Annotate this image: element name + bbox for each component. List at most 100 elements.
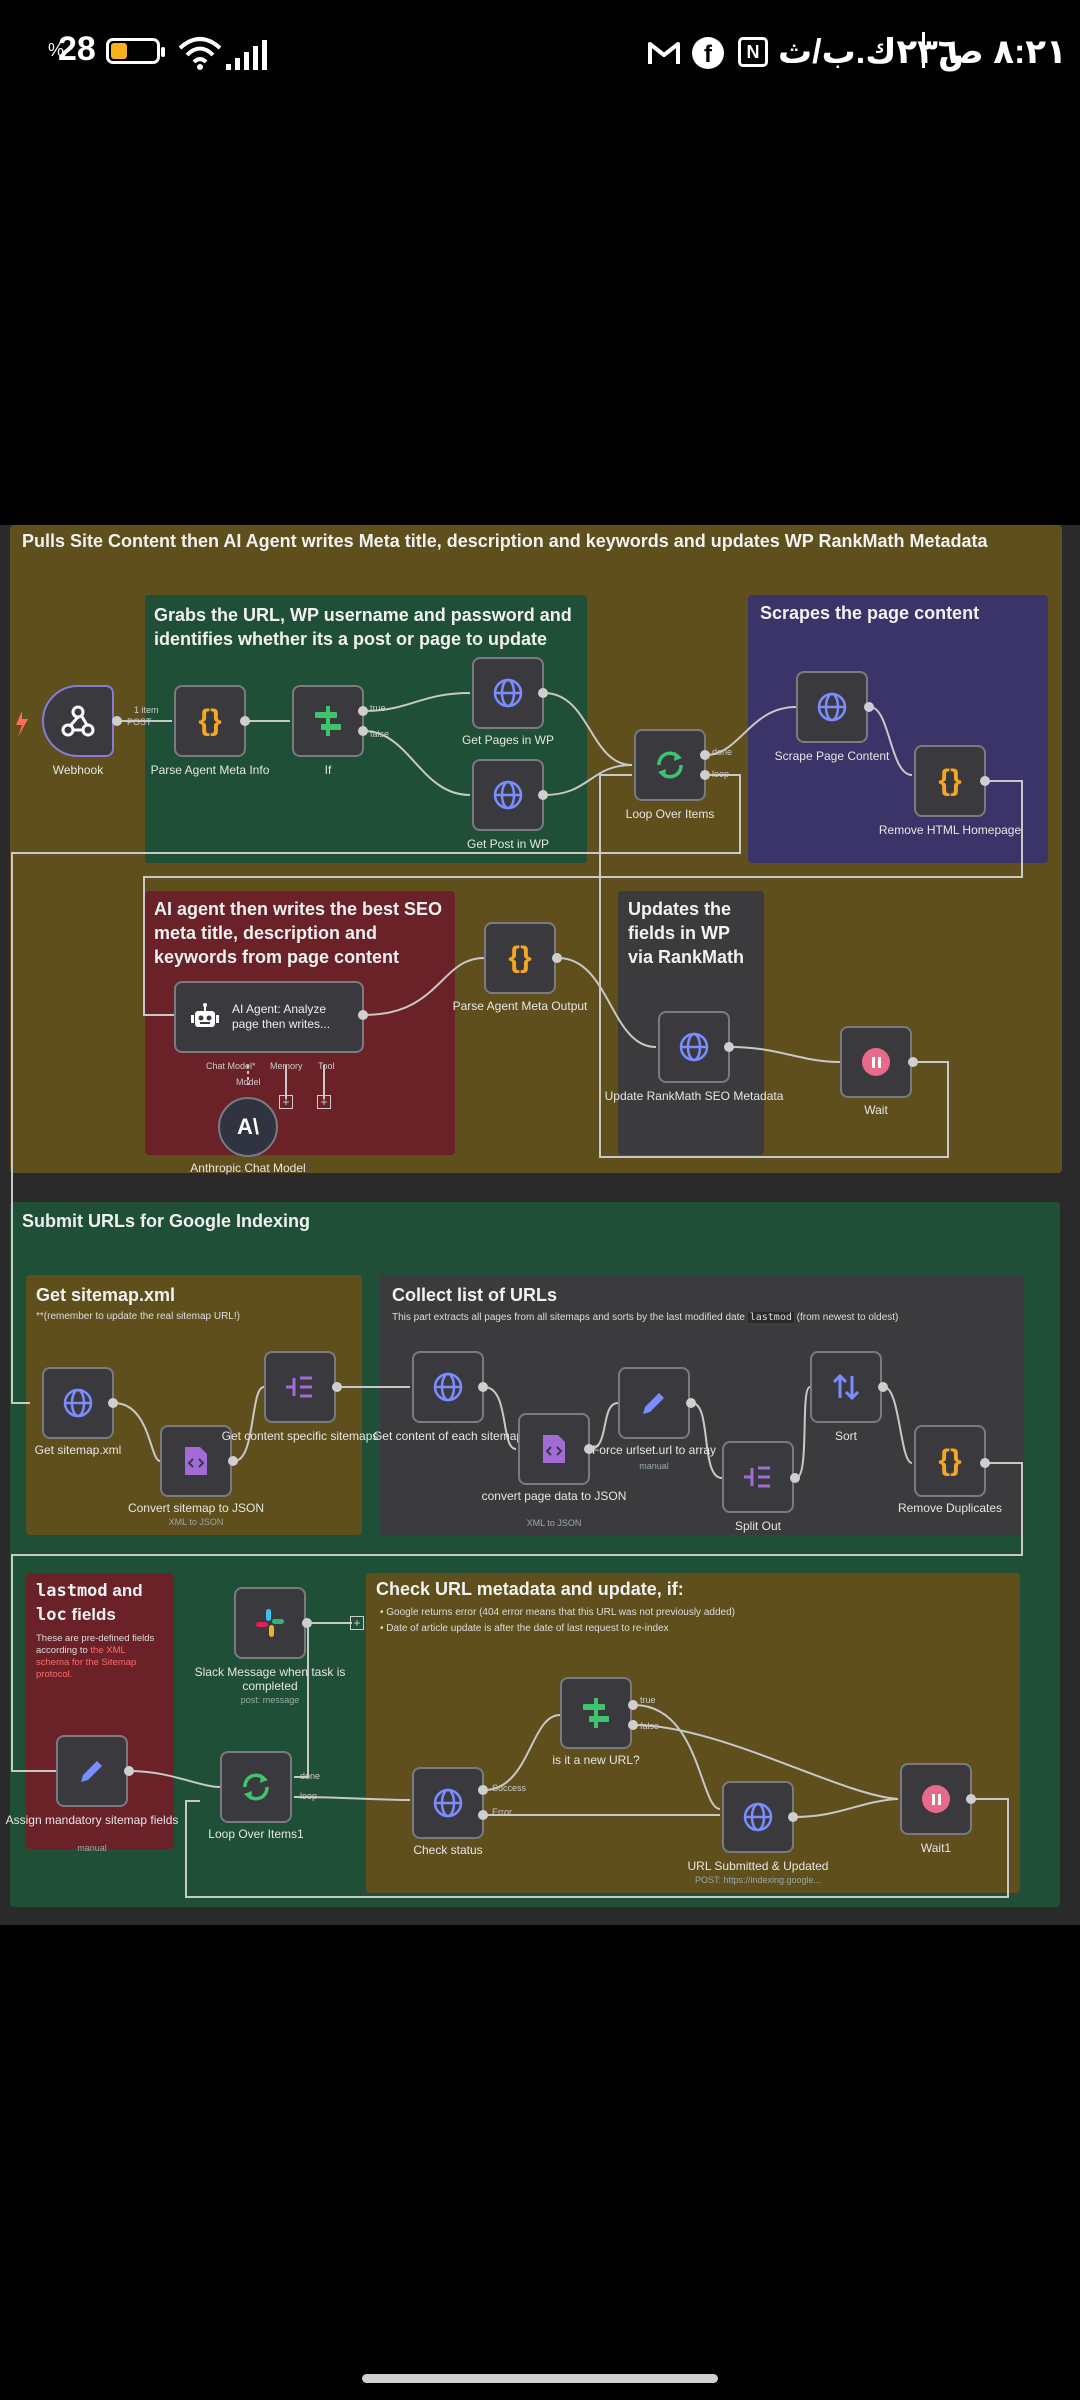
loop-over-items1-node[interactable] bbox=[220, 1751, 292, 1823]
edge-label-loop: loop bbox=[300, 1791, 318, 1801]
output-port[interactable] bbox=[478, 1382, 488, 1392]
output-port[interactable] bbox=[980, 776, 990, 786]
sort-node[interactable] bbox=[810, 1351, 882, 1423]
lastmod-note-text: These are pre-defined fields according t… bbox=[36, 1633, 155, 1656]
output-port[interactable] bbox=[302, 1618, 312, 1628]
add-memory-button[interactable]: + bbox=[279, 1095, 293, 1109]
wifi-icon bbox=[178, 37, 222, 70]
slack-sub: post: message bbox=[240, 1695, 300, 1705]
get-content-each-sitemap-node[interactable] bbox=[412, 1351, 484, 1423]
output-port[interactable] bbox=[358, 706, 368, 716]
split-out-node[interactable] bbox=[722, 1441, 794, 1513]
output-port[interactable] bbox=[790, 1473, 800, 1483]
output-port[interactable] bbox=[628, 1720, 638, 1730]
output-port[interactable] bbox=[864, 702, 874, 712]
force-urlset-node[interactable] bbox=[618, 1367, 690, 1439]
output-port[interactable] bbox=[332, 1382, 342, 1392]
xml-schema-link[interactable]: the XML schema for the Sitemap protocol. bbox=[36, 1645, 137, 1680]
output-port[interactable] bbox=[240, 716, 250, 726]
get-content-specific-sitemaps-node[interactable] bbox=[264, 1351, 336, 1423]
output-port[interactable] bbox=[112, 716, 122, 726]
output-port[interactable] bbox=[788, 1812, 798, 1822]
get-pages-label: Get Pages in WP bbox=[461, 733, 555, 747]
globe-icon bbox=[679, 1032, 709, 1062]
parse-agent-meta-output-label: Parse Agent Meta Output bbox=[452, 999, 588, 1013]
gmail-icon bbox=[648, 42, 680, 64]
output-port[interactable] bbox=[628, 1700, 638, 1710]
robot-icon bbox=[191, 1003, 219, 1027]
output-port[interactable] bbox=[966, 1794, 976, 1804]
loop-over-items-node[interactable] bbox=[634, 729, 706, 801]
if-icon bbox=[315, 706, 341, 736]
parse-agent-meta-info-node[interactable]: {} bbox=[174, 685, 246, 757]
add-tool-button[interactable]: + bbox=[317, 1095, 331, 1109]
get-sitemap-label: Get sitemap.xml bbox=[34, 1443, 122, 1457]
ai-agent-label: AI Agent: Analyze page then writes... bbox=[232, 1002, 331, 1031]
edge-label-done: done bbox=[712, 747, 733, 757]
check-status-node[interactable] bbox=[412, 1767, 484, 1839]
edge-label-post: POST bbox=[127, 717, 152, 727]
edge-label-memory: Memory bbox=[270, 1061, 303, 1071]
home-indicator[interactable] bbox=[362, 2374, 718, 2383]
parse-agent-meta-output-node[interactable]: {} bbox=[484, 922, 556, 994]
convert-sitemap-sub: XML to JSON bbox=[168, 1517, 224, 1527]
check-bullet-2: • Date of article update is after the da… bbox=[380, 1623, 669, 1634]
wait1-node[interactable] bbox=[900, 1763, 972, 1835]
globe-icon bbox=[817, 692, 847, 722]
output-port[interactable] bbox=[552, 953, 562, 963]
assign-fields-node[interactable] bbox=[56, 1735, 128, 1807]
split-icon bbox=[744, 1466, 770, 1488]
url-submitted-node[interactable] bbox=[722, 1781, 794, 1853]
workflow-canvas[interactable]: Pulls Site Content then AI Agent writes … bbox=[0, 525, 1080, 1925]
output-port[interactable] bbox=[878, 1382, 888, 1392]
get-pages-node[interactable] bbox=[472, 657, 544, 729]
output-port[interactable] bbox=[478, 1785, 488, 1795]
remove-html-homepage-node[interactable]: {} bbox=[914, 745, 986, 817]
slack-icon bbox=[256, 1609, 284, 1637]
output-port[interactable] bbox=[700, 770, 710, 780]
edge-label-false: false bbox=[640, 1721, 660, 1731]
add-node-button[interactable]: + bbox=[350, 1616, 364, 1630]
output-port[interactable] bbox=[478, 1810, 488, 1820]
webhook-label: Webhook bbox=[52, 763, 104, 777]
loop-icon bbox=[243, 1773, 269, 1801]
output-port[interactable] bbox=[724, 1042, 734, 1052]
wait-node[interactable] bbox=[840, 1026, 912, 1098]
anthropic-chat-model-node[interactable]: A\ bbox=[218, 1097, 278, 1157]
code-braces-icon: {} bbox=[198, 704, 222, 737]
output-port[interactable] bbox=[228, 1456, 238, 1466]
update-rankmath-node[interactable] bbox=[658, 1011, 730, 1083]
output-port[interactable] bbox=[124, 1766, 134, 1776]
lastmod-and: and bbox=[107, 1581, 143, 1600]
webhook-node[interactable] bbox=[42, 685, 114, 757]
output-port[interactable] bbox=[686, 1398, 696, 1408]
status-divider bbox=[922, 32, 925, 68]
collect-group-title: Collect list of URLs bbox=[392, 1285, 558, 1305]
slack-node[interactable] bbox=[234, 1587, 306, 1659]
app-notification-icon: N bbox=[738, 37, 768, 67]
anthropic-chat-model-label: Anthropic Chat Model bbox=[190, 1161, 306, 1175]
convert-sitemap-node[interactable] bbox=[160, 1425, 232, 1497]
output-port[interactable] bbox=[358, 1010, 368, 1020]
output-port[interactable] bbox=[700, 750, 710, 760]
convert-page-data-node[interactable] bbox=[518, 1413, 590, 1485]
ai-agent-node[interactable]: AI Agent: Analyze page then writes... bbox=[174, 981, 364, 1053]
wait-label: Wait bbox=[864, 1103, 888, 1117]
scrape-page-content-node[interactable] bbox=[796, 671, 868, 743]
remove-html-homepage-label: Remove HTML Homepage bbox=[878, 823, 1022, 837]
output-port[interactable] bbox=[538, 790, 548, 800]
remove-duplicates-node[interactable]: {} bbox=[914, 1425, 986, 1497]
pause-icon bbox=[862, 1048, 890, 1076]
output-port[interactable] bbox=[108, 1398, 118, 1408]
get-post-node[interactable] bbox=[472, 759, 544, 831]
output-port[interactable] bbox=[980, 1458, 990, 1468]
output-port[interactable] bbox=[358, 726, 368, 736]
if-node[interactable] bbox=[292, 685, 364, 757]
get-sitemap-node[interactable] bbox=[42, 1367, 114, 1439]
is-new-url-node[interactable] bbox=[560, 1677, 632, 1749]
output-port[interactable] bbox=[538, 688, 548, 698]
output-port[interactable] bbox=[908, 1057, 918, 1067]
output-port[interactable] bbox=[584, 1444, 594, 1454]
split-out-label: Split Out bbox=[734, 1519, 782, 1533]
status-date: ٢٣٦ك.ب/ث bbox=[778, 33, 959, 71]
